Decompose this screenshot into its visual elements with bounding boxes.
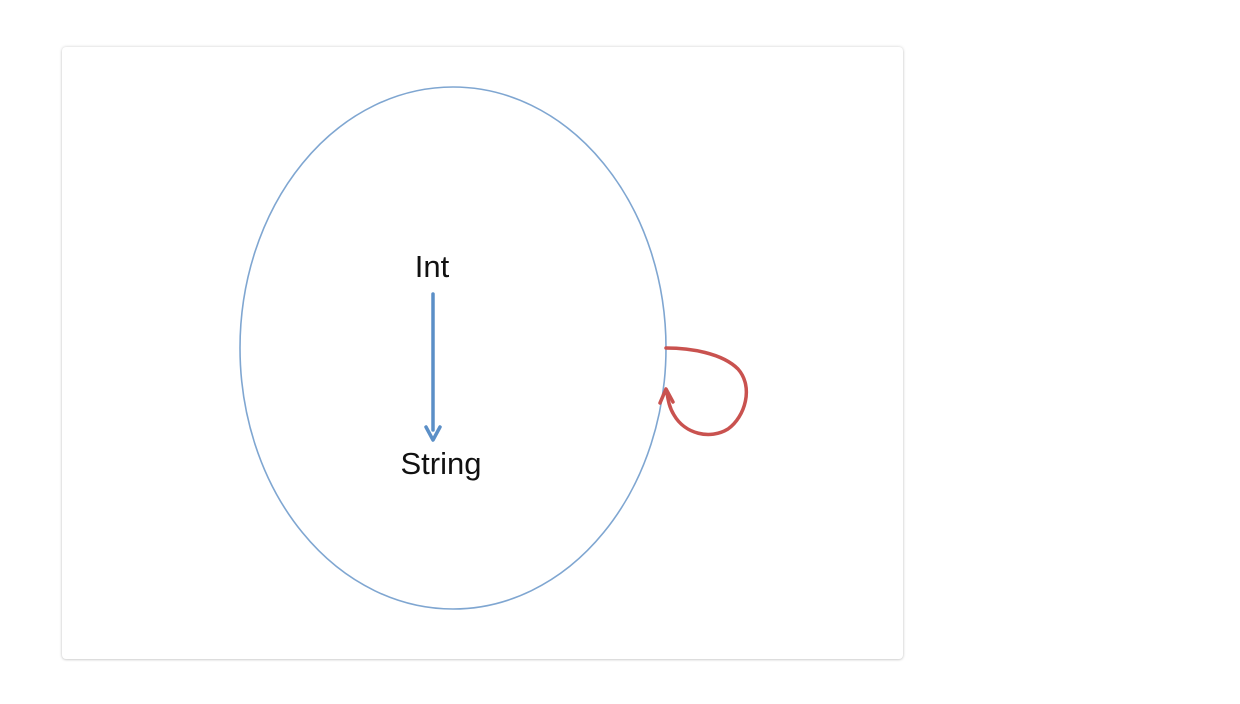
int-to-string-arrow xyxy=(424,292,442,442)
diagram-card: Int String xyxy=(62,47,903,659)
int-node-label: Int xyxy=(415,249,450,284)
type-diagram: Int String xyxy=(239,86,749,610)
set-ellipse xyxy=(239,86,667,610)
self-loop-arrow xyxy=(658,346,749,437)
string-node-label: String xyxy=(401,446,482,481)
